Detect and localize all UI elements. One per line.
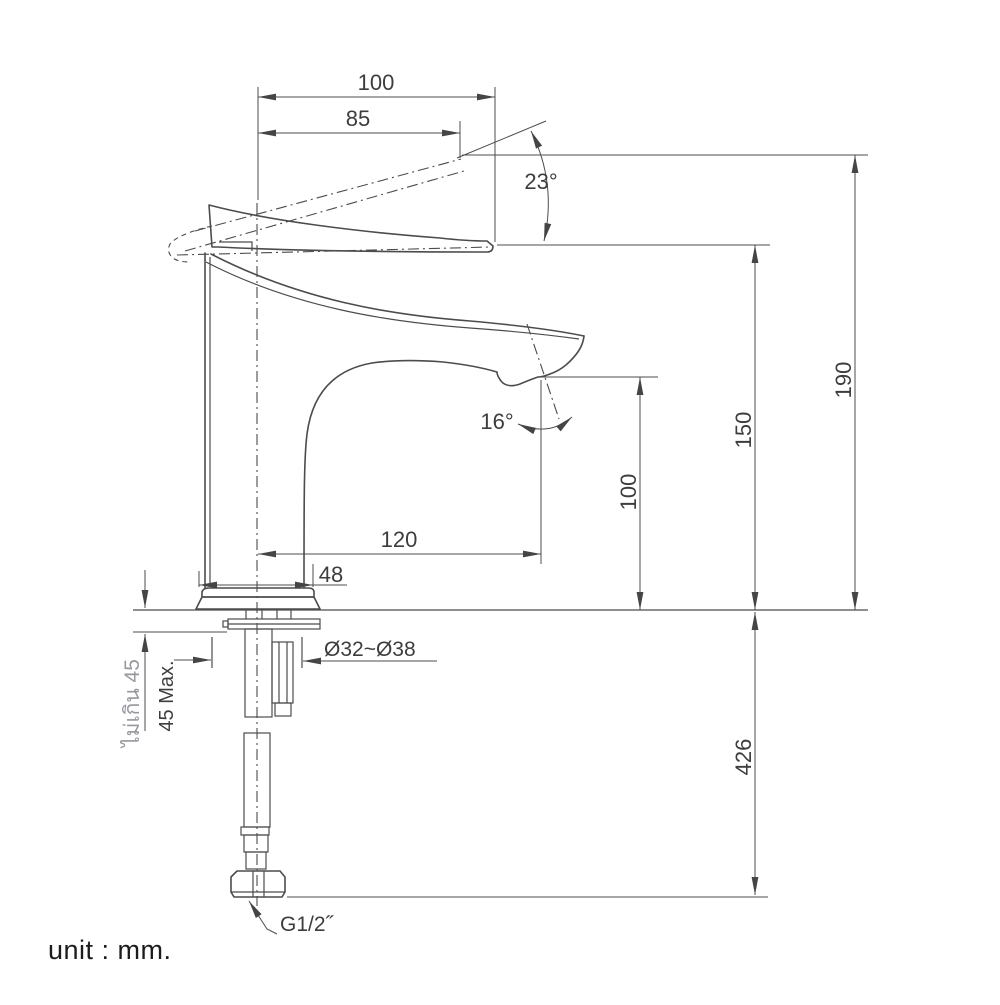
faucet-outline	[195, 204, 585, 898]
hole-diameter-label: Ø32~Ø38	[324, 638, 416, 661]
handle-base-notch	[219, 241, 253, 251]
hose-length-label: 426	[731, 739, 756, 776]
max-deck-thickness-thai-label: ไม่เกิน 45	[120, 659, 144, 749]
phantom-lines	[167, 158, 560, 906]
raised-handle-back-outline	[167, 225, 213, 263]
spout-arm-top-lower	[205, 261, 580, 340]
overall-height-label: 190	[831, 362, 856, 399]
spout-underside-and-neck	[303, 359, 551, 589]
mounting-stud-nut	[274, 702, 292, 717]
raised-handle-bottom-line	[184, 170, 465, 252]
hole-edge-ticks	[211, 637, 303, 668]
outlet-angle-label: 16°	[480, 409, 513, 434]
reference-lines	[133, 87, 868, 898]
handle-angle-label: 23°	[524, 169, 557, 194]
spout-tip-front	[549, 335, 585, 375]
raised-handle-top-line	[194, 158, 462, 232]
max-deck-thickness-label: 45 Max.	[156, 660, 178, 731]
hose-end-nut	[230, 870, 286, 898]
handle-blade	[208, 204, 494, 253]
outlet-angle-line	[526, 323, 560, 420]
base-width-label: 48	[319, 562, 343, 587]
spout-top-height-label: 150	[731, 412, 756, 449]
spout-reach-label: 120	[381, 527, 418, 552]
thread-leader-line	[248, 900, 278, 935]
hose-ring-3	[245, 851, 267, 870]
dimension-labels: 100 85 23° 190 150 100 426 16° 120 48 Ø3…	[48, 70, 856, 965]
spout-arm-top-upper	[210, 253, 585, 337]
dimension-lines	[141, 93, 859, 935]
thread-size-label: G1/2˝	[280, 913, 335, 936]
handle-angle-extension	[456, 120, 547, 159]
unit-note: unit : mm.	[48, 935, 172, 965]
hose-end-nut-faces	[231, 871, 285, 897]
supply-tails	[245, 610, 292, 619]
deck-skirt	[195, 596, 321, 610]
mounting-flange-tab	[222, 620, 229, 628]
mounting-stud-flats	[278, 642, 288, 703]
top-width-label: 100	[358, 70, 395, 95]
handle-width-label: 85	[346, 106, 370, 131]
rest-handle-centerline	[176, 246, 492, 256]
dim-arc-handle-angle-23	[530, 130, 552, 242]
outlet-height-label: 100	[616, 474, 641, 511]
dim-arc-outlet-angle-16	[517, 416, 573, 435]
